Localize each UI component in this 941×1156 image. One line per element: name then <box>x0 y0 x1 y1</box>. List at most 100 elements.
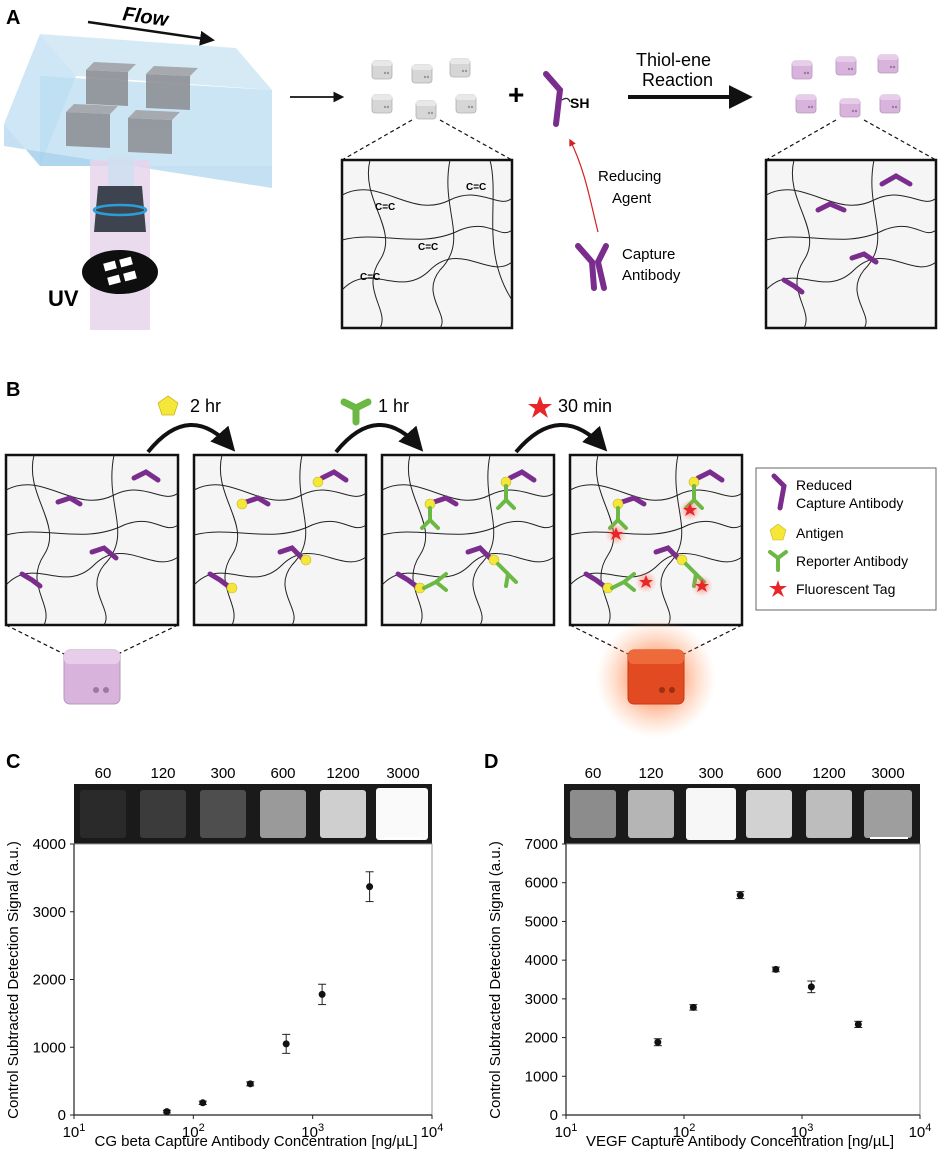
y-tick-label: 5000 <box>525 913 558 930</box>
step1-arrow <box>146 423 236 454</box>
thiol-ene-label-2: Reaction <box>642 70 713 90</box>
x-tick-label: 101 <box>555 1122 578 1141</box>
data-point <box>736 891 744 899</box>
uv-objective <box>82 156 158 330</box>
image-label: 600 <box>756 765 781 782</box>
grey-particles <box>371 58 477 120</box>
x-tick-label: 104 <box>909 1122 932 1141</box>
step3-time: 30 min <box>558 396 612 416</box>
particle-image <box>140 790 186 838</box>
sh-label: SH <box>570 95 589 111</box>
x-axis-label-d: VEGF Capture Antibody Concentration [ng/… <box>586 1133 894 1150</box>
image-label: 1200 <box>812 765 845 782</box>
particle-image <box>628 790 674 838</box>
data-point <box>282 1040 290 1048</box>
hydrogel-network-after <box>764 158 938 330</box>
y-tick-label: 7000 <box>525 836 558 853</box>
image-label: 300 <box>698 765 723 782</box>
legend-label: Reduced <box>796 477 852 493</box>
y-tick-label: 0 <box>550 1107 558 1124</box>
fluorescent-star-icon <box>528 396 552 418</box>
plot-frame <box>73 843 433 1116</box>
legend-item-antigen: Antigen <box>769 523 843 541</box>
legend-item-reduced-capture-antibody: Reduced Capture Antibody <box>771 473 903 511</box>
particle-image <box>686 788 736 840</box>
y-tick-label: 6000 <box>525 875 558 892</box>
image-label: 3000 <box>871 765 904 782</box>
image-label: 120 <box>638 765 663 782</box>
cc-label: C=C <box>466 182 486 193</box>
panel-letter-a: A <box>6 7 20 29</box>
reporter-antibody-icon <box>340 398 372 426</box>
legend-item-reporter-antibody: Reporter Antibody <box>768 550 908 572</box>
data-point <box>199 1099 207 1107</box>
uv-label: UV <box>48 286 79 311</box>
reducing-agent-label-1: Reducing <box>598 168 661 185</box>
image-label: 600 <box>270 765 295 782</box>
legend-label: Antigen <box>796 525 843 541</box>
y-tick-label: 0 <box>58 1107 66 1124</box>
reducing-arrow <box>569 138 599 233</box>
assay-box-4 <box>568 453 744 627</box>
step2-time: 1 hr <box>378 396 409 416</box>
image-label: 120 <box>150 765 175 782</box>
reduced-capture-antibody-icon <box>771 473 787 511</box>
particle-image-strip-d <box>564 784 920 844</box>
step2-arrow <box>334 423 424 454</box>
cc-label: C=C <box>375 202 395 213</box>
particle-image <box>570 790 616 838</box>
pink-particle-before <box>63 649 121 705</box>
step1-time: 2 hr <box>190 396 221 416</box>
data-point <box>318 990 326 998</box>
data-point <box>807 983 815 991</box>
y-axis-label-d: Control Subtracted Detection Signal (a.u… <box>487 841 504 1119</box>
antigen-pentagon-icon <box>769 523 787 541</box>
image-label: 3000 <box>386 765 419 782</box>
x-tick-label: 102 <box>673 1122 696 1141</box>
hydrogel-network-before: C=C C=C C=C C=C <box>340 158 514 330</box>
x-tick-label: 102 <box>182 1122 205 1141</box>
data-point <box>654 1038 662 1046</box>
chart-d: 0 1000 2000 3000 4000 5000 6000 7000 101 102 103 10… <box>525 836 932 1141</box>
cc-label: C=C <box>360 272 380 283</box>
particle-image <box>806 790 852 838</box>
data-point <box>854 1020 862 1028</box>
y-axis-label-c: Control Subtracted Detection Signal (a.u… <box>5 841 22 1119</box>
x-tick-label: 103 <box>301 1122 324 1141</box>
panel-d: D 60 120 300 600 1200 3000 0100020003000… <box>484 751 931 1150</box>
image-label: 60 <box>585 765 602 782</box>
particle-image <box>80 790 126 838</box>
data-point <box>772 965 780 973</box>
assay-box-1 <box>4 453 180 627</box>
image-label: 60 <box>95 765 112 782</box>
y-tick-label: 3000 <box>525 991 558 1008</box>
y-tick-label: 4000 <box>525 952 558 969</box>
x-tick-label: 103 <box>791 1122 814 1141</box>
y-tick-label: 2000 <box>525 1030 558 1047</box>
y-tick-label: 1000 <box>525 1068 558 1085</box>
cc-label: C=C <box>418 242 438 253</box>
reducing-agent-label-2: Agent <box>612 190 652 207</box>
capture-antibody-icon <box>575 243 609 291</box>
panel-b: B 2 hr 1 hr 30 min <box>4 379 937 738</box>
x-tick-label: 104 <box>421 1122 444 1141</box>
particle-image <box>864 790 912 838</box>
panel-a: A Flow <box>4 3 938 330</box>
data-point <box>163 1108 171 1116</box>
y-tick-label: 1000 <box>33 1039 66 1056</box>
reduced-antibody-sh <box>543 71 571 127</box>
legend-label: Fluorescent Tag <box>796 581 895 597</box>
antigen-pentagon-icon <box>157 395 179 416</box>
capture-antibody-label-2: Antibody <box>622 267 681 284</box>
legend-label: Reporter Antibody <box>796 553 908 569</box>
data-point <box>246 1080 254 1088</box>
particle-image <box>376 788 428 840</box>
thiol-ene-label-1: Thiol-ene <box>636 50 711 70</box>
pink-particles <box>791 54 901 118</box>
fluorescent-star-icon <box>769 580 787 597</box>
legend-item-fluorescent-tag: Fluorescent Tag <box>769 580 895 597</box>
legend: Reduced Capture Antibody Antigen Reporte… <box>755 467 937 611</box>
panel-letter-b: B <box>6 379 20 401</box>
